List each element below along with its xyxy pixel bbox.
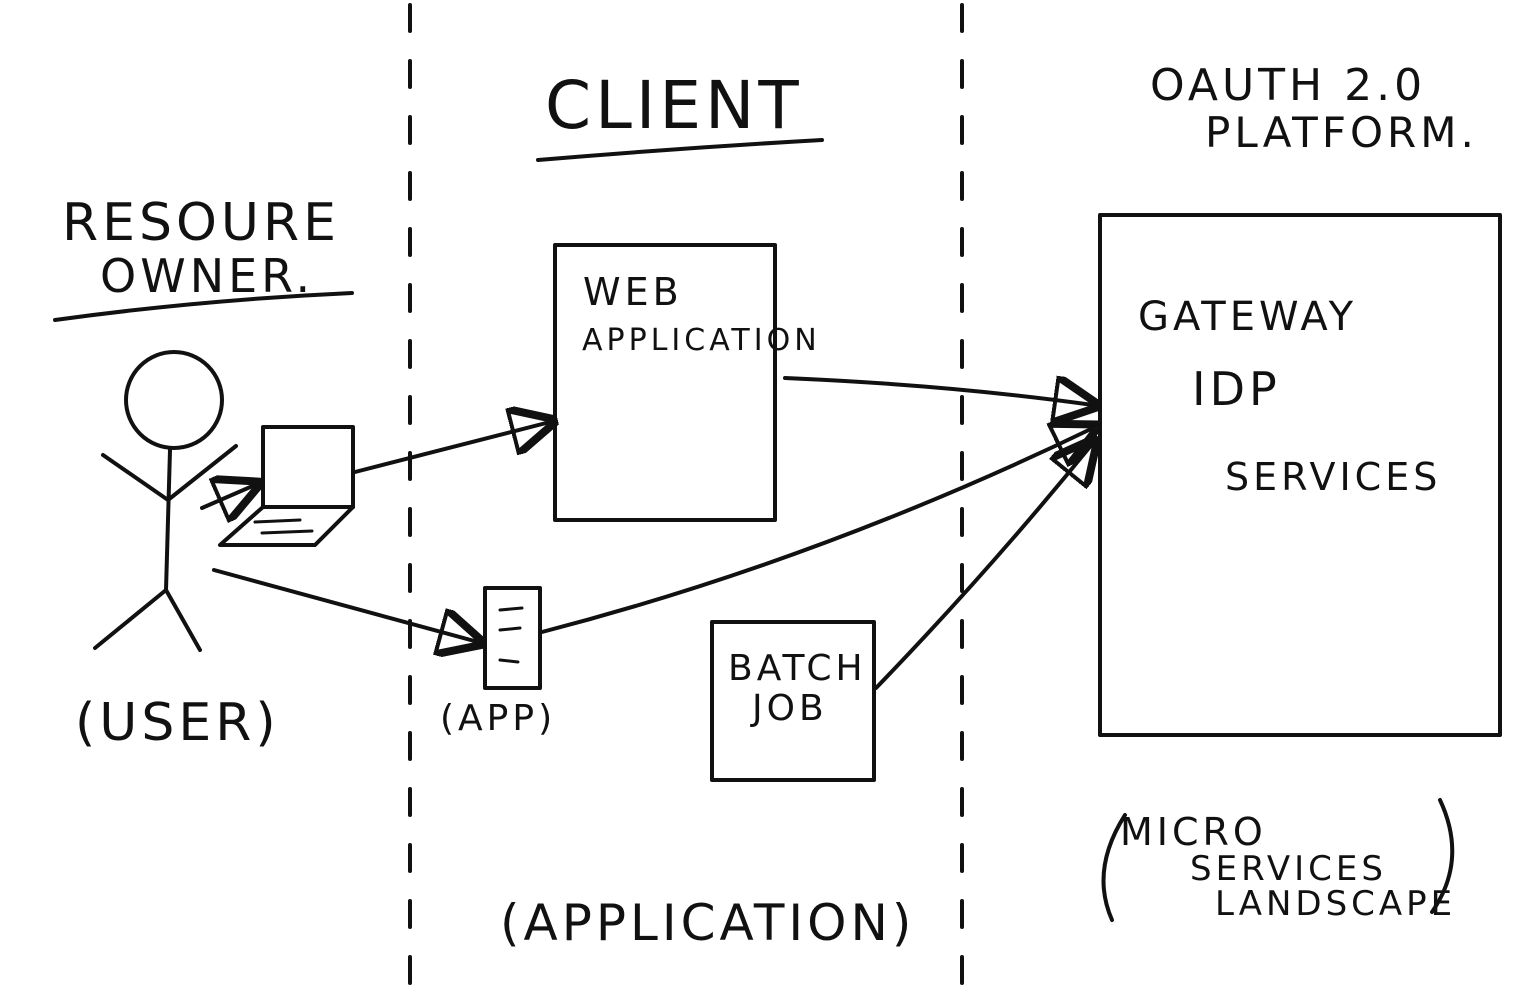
resource-owner-subtitle: (USER) xyxy=(75,693,280,753)
client-title: CLIENT xyxy=(545,67,803,144)
resource-owner-title-line2: OWNER. xyxy=(100,249,314,303)
arrow-user-to-laptop xyxy=(200,485,255,508)
web-application-box xyxy=(553,243,777,522)
user-body xyxy=(164,448,172,592)
platform-subtitle: MICRO SERVICES LANDSCAPE xyxy=(1101,798,1456,924)
resource-owner-title-line1: RESOURE xyxy=(62,193,340,253)
user-arms xyxy=(101,444,238,502)
laptop-icon xyxy=(218,425,355,547)
platform-subtitle-line2: SERVICES xyxy=(1190,849,1387,889)
web-application-label-line1: WEB xyxy=(583,270,683,314)
platform-services-label: SERVICES xyxy=(1225,455,1441,499)
arrow-batch-job-to-platform xyxy=(874,443,1093,690)
arrow-laptop-to-web-app xyxy=(353,422,550,474)
batch-job-label-line1: BATCH xyxy=(728,648,867,689)
client-subtitle: (APPLICATION) xyxy=(500,894,915,952)
platform-subtitle-line3: LANDSCAPE xyxy=(1215,884,1456,924)
mobile-app-label: (APP) xyxy=(440,698,556,739)
web-application-label-line2: APPLICATION xyxy=(582,323,821,358)
platform-subtitle-close-paren xyxy=(1430,798,1455,914)
platform-subtitle-line1: MICRO xyxy=(1120,810,1267,854)
platform-subtitle-open-paren xyxy=(1101,813,1127,922)
platform-title-line1: OAUTH 2.0 xyxy=(1150,60,1426,111)
user-stick-figure xyxy=(93,350,238,652)
client-underline xyxy=(536,138,824,162)
batch-job-label-line2: JOB xyxy=(750,688,828,729)
platform-gateway-label: GATEWAY xyxy=(1138,294,1357,340)
arrow-web-app-to-platform xyxy=(783,378,1093,405)
user-legs xyxy=(93,588,202,652)
batch-job-box xyxy=(710,620,876,782)
platform-idp-label: IDP xyxy=(1192,362,1281,416)
arrow-mobile-app-to-platform xyxy=(540,428,1093,634)
resource-owner-underline xyxy=(53,291,354,322)
arrow-user-to-mobile-app xyxy=(212,568,478,642)
mobile-phone-icon xyxy=(483,586,542,690)
platform-title-line2: PLATFORM. xyxy=(1205,108,1478,157)
user-head xyxy=(124,350,224,450)
